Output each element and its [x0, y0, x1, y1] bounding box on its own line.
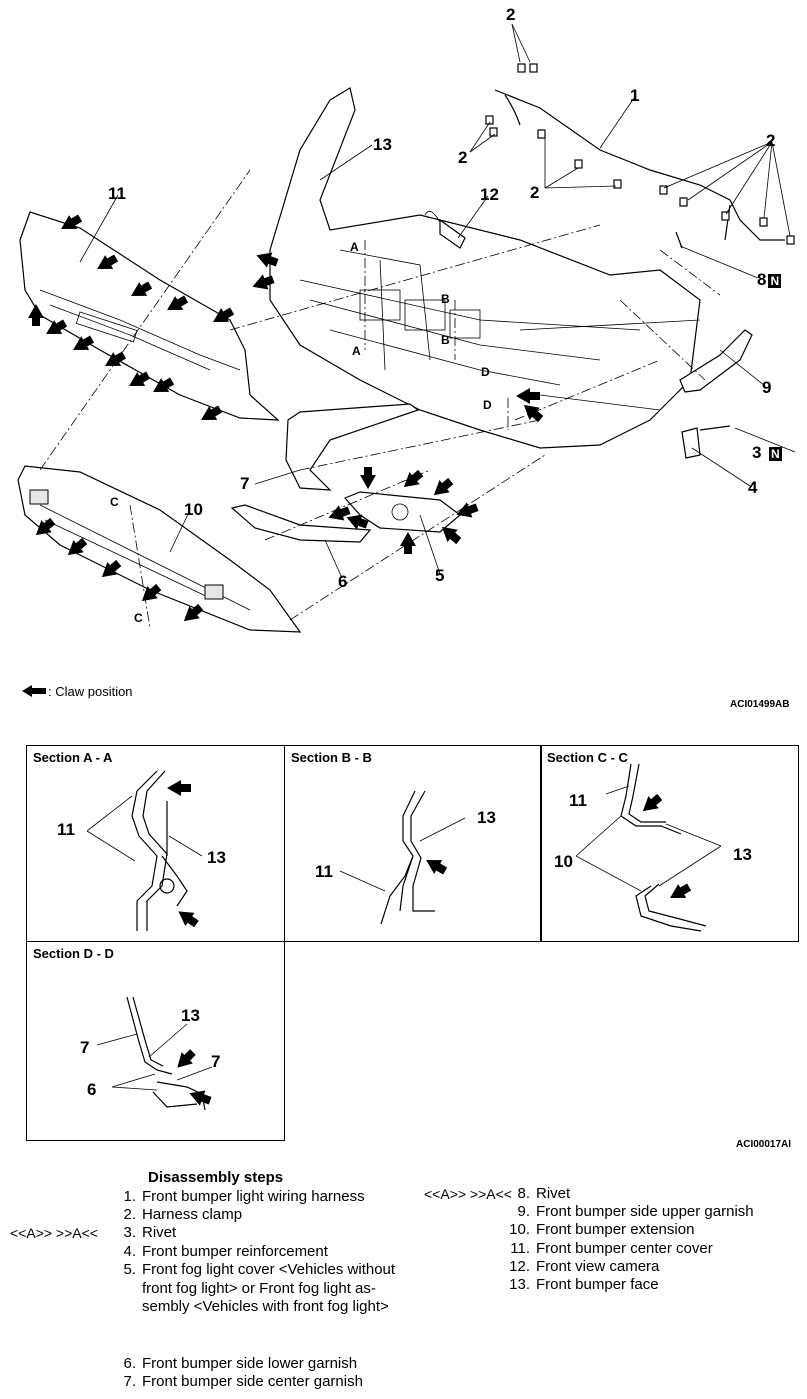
callout-6: 6 — [338, 572, 348, 591]
step-item: 5.Front fog light cover <Vehicles withou… — [123, 1261, 396, 1278]
procedure-tag: <<A>> >>A<< — [10, 1225, 98, 1241]
claw-position-legend: : Claw position — [48, 684, 133, 699]
step-item: 2.Harness clamp — [123, 1206, 243, 1223]
callout-2: 2 — [458, 148, 468, 167]
section-label-13: 13 — [207, 848, 226, 867]
callout-4: 4 — [748, 478, 758, 497]
step-item: 10.Front bumper extension — [509, 1221, 695, 1238]
section-mark-b: B — [441, 292, 450, 306]
section-mark-b: B — [441, 333, 450, 347]
callout-2: 2 — [506, 5, 516, 24]
callout-3: 3 — [752, 443, 762, 462]
side-lower-garnish-shape — [230, 504, 372, 543]
section-figure-code: ACI00017AI — [736, 1139, 792, 1150]
section-title: Section D - D — [33, 946, 114, 961]
step-item: 11.Front bumper center cover — [510, 1240, 713, 1257]
section-label-13: 13 — [477, 808, 496, 827]
callout-2: 2 — [766, 131, 776, 150]
front-bumper-face-shape — [269, 87, 701, 449]
side-upper-garnish-shape — [679, 329, 753, 393]
step-item: 12.Front view camera — [509, 1258, 660, 1275]
section-mark-c: C — [134, 611, 143, 625]
exploded-diagram — [17, 23, 796, 697]
section-label-11: 11 — [57, 820, 75, 839]
section-label-13: 13 — [733, 845, 752, 864]
section-mark-a: A — [350, 240, 359, 254]
steps-heading: Disassembly steps — [148, 1169, 284, 1186]
step-item: 6.Front bumper side lower garnish — [123, 1355, 358, 1372]
section-label-11: 11 — [315, 862, 333, 881]
callout-9: 9 — [762, 378, 772, 397]
section-a-a: Section A - A 11 13 — [26, 745, 285, 942]
section-title: Section B - B — [291, 750, 372, 765]
section-b-b: Section B - B 13 11 — [284, 745, 542, 942]
section-label-7: 7 — [80, 1038, 90, 1057]
section-mark-d: D — [483, 398, 492, 412]
callout-3-new-mark: N — [769, 447, 782, 461]
callout-11: 11 — [108, 184, 126, 203]
section-d-d: Section D - D 13 7 7 6 — [26, 941, 285, 1141]
step-item: 3.Rivet — [123, 1224, 177, 1241]
section-mark-c: C — [110, 495, 119, 509]
procedure-tag: <<A>> >>A<< — [424, 1186, 512, 1202]
section-c-c: Section C - C 11 10 13 — [540, 745, 799, 942]
step-item: sembly <Vehicles with front fog light> — [142, 1298, 389, 1315]
front-bumper-extension-shape — [17, 465, 302, 633]
section-title: Section C - C — [547, 750, 628, 765]
new-part-mark: N — [768, 274, 782, 288]
front-bumper-center-cover-shape — [19, 211, 280, 421]
section-label-11: 11 — [569, 791, 587, 810]
section-label-7: 7 — [211, 1052, 221, 1071]
step-item: front fog light> or Front fog light as- — [142, 1280, 376, 1297]
callout-7: 7 — [240, 474, 250, 493]
figure-code: ACI01499AB — [730, 699, 790, 710]
step-item: 4.Front bumper reinforcement — [123, 1243, 328, 1260]
section-mark-a: A — [352, 344, 361, 358]
side-center-garnish-shape — [285, 403, 420, 491]
section-label-13: 13 — [181, 1006, 200, 1025]
step-item: 7.Front bumper side center garnish — [123, 1373, 363, 1390]
callout-1: 1 — [630, 86, 640, 105]
section-title: Section A - A — [33, 750, 113, 765]
step-item: 8.Rivet — [517, 1185, 571, 1202]
step-item: 1.Front bumper light wiring harness — [123, 1188, 365, 1205]
step-item: 13.Front bumper face — [509, 1276, 659, 1293]
step-item: 9.Front bumper side upper garnish — [517, 1203, 754, 1220]
callout-10: 10 — [184, 500, 203, 519]
callout-2: 2 — [530, 183, 540, 202]
section-label-6: 6 — [87, 1080, 97, 1099]
fog-light-cover-shape — [343, 491, 461, 533]
claw-arrows — [22, 214, 544, 697]
section-label-10: 10 — [554, 852, 573, 871]
callout-5: 5 — [435, 566, 445, 585]
callout-13: 13 — [373, 135, 392, 154]
wiring-harness-shape — [494, 89, 785, 241]
section-mark-d: D — [481, 365, 490, 379]
callout-12: 12 — [480, 185, 499, 204]
